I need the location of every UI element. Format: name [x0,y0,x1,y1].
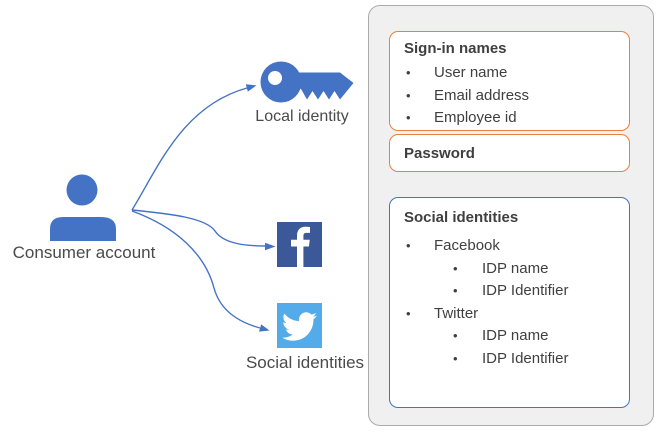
attribute-label: IDP name [482,327,549,344]
attributes-panel: Sign-in names • User name • Email addres… [368,5,654,426]
password-title: Password [404,145,475,162]
twitter-bird-glyph [282,312,317,341]
signin-names-box: Sign-in names • User name • Email addres… [389,31,630,131]
key-icon [260,61,354,103]
bullet-glyph: • [453,260,458,276]
password-box: Password [389,134,630,172]
arrow-to-local-identity [131,84,257,211]
provider-label: Facebook [434,237,500,254]
list-item-label: Employee id [434,109,517,126]
facebook-icon [277,222,322,267]
list-item-attribute: • IDP Identifier [390,348,629,371]
bullet-glyph: • [406,238,411,253]
attribute-label: IDP Identifier [482,349,569,367]
list-item-attribute: • IDP name [390,258,629,281]
attribute-label: IDP Identifier [482,282,569,299]
bullet-glyph: • [406,87,411,103]
person-icon [50,174,116,241]
list-item: • Email address [390,85,629,108]
list-item-provider: • Facebook [390,235,629,258]
bullet-glyph: • [453,328,458,343]
list-item-attribute: • IDP name [390,325,629,348]
consumer-account-label: Consumer account [12,243,156,262]
attribute-label: IDP name [482,259,549,277]
signin-names-title: Sign-in names [404,40,507,57]
facebook-f-glyph [291,226,310,267]
list-item: • Employee id [390,107,629,130]
list-item-provider: • Twitter [390,303,629,326]
list-item-label: Email address [434,86,530,104]
social-identities-box: Social identities • Facebook • IDP name … [389,197,630,408]
bullet-glyph: • [406,65,411,80]
social-identities-title: Social identities [404,209,519,226]
bullet-glyph: • [453,283,458,298]
social-identities-label: Social identities [245,353,365,372]
list-item-label: User name [434,64,508,81]
arrow-to-facebook [131,209,276,251]
twitter-icon [277,303,322,348]
list-item-attribute: • IDP Identifier [390,280,629,303]
list-item: • User name [390,62,629,85]
bullet-glyph: • [406,110,411,125]
provider-label: Twitter [434,304,479,322]
bullet-glyph: • [453,350,458,366]
local-identity-label: Local identity [255,108,349,125]
bullet-glyph: • [406,305,411,321]
arrow-to-twitter [131,210,270,332]
